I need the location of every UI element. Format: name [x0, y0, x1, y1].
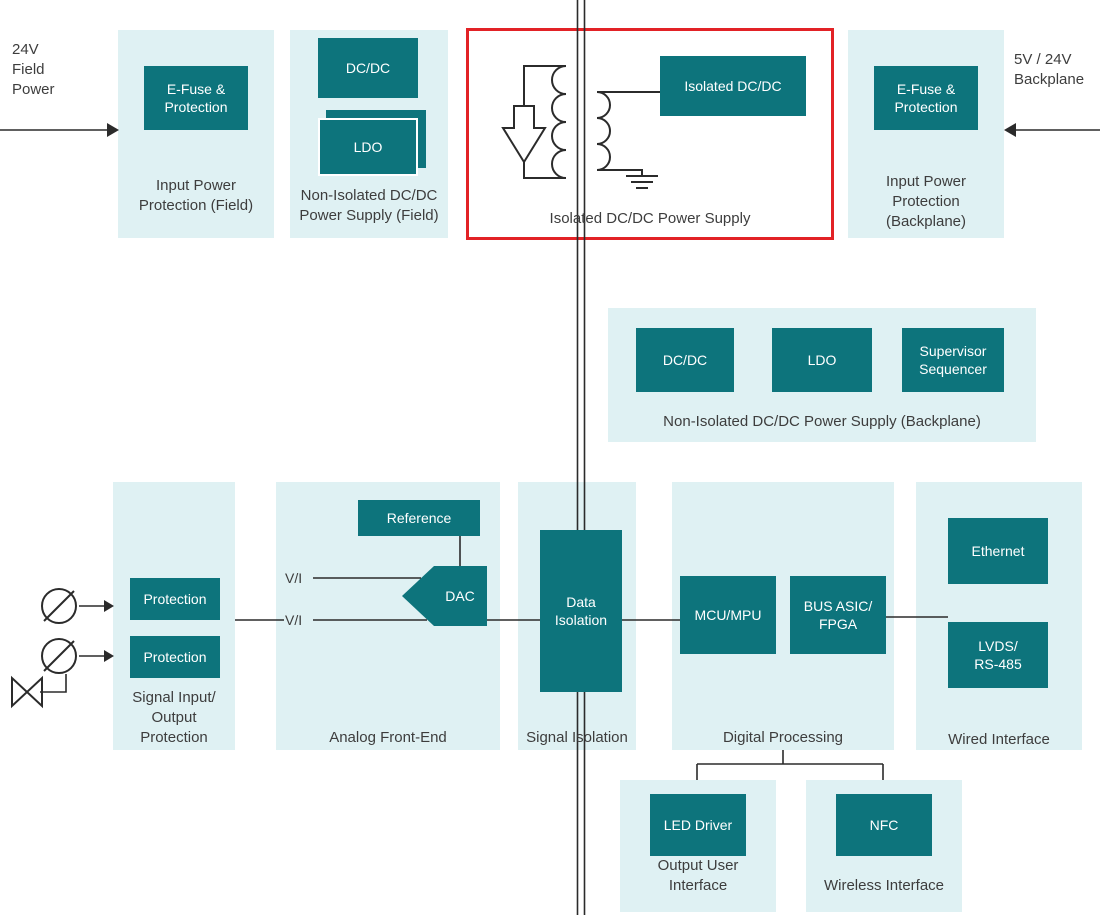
ground-icon — [597, 169, 658, 189]
sensor-icon — [41, 638, 114, 674]
chip-dac-label: DAC — [445, 588, 475, 604]
chip-efuse-protection-backplane[interactable]: E-Fuse & Protection — [874, 66, 978, 130]
chip-protection-1[interactable]: Protection — [130, 578, 220, 620]
chip-protection-2[interactable]: Protection — [130, 636, 220, 678]
chip-ldo-backplane[interactable]: LDO — [772, 328, 872, 392]
backplane-power-label: 5V / 24V Backplane — [1014, 51, 1085, 88]
chip-efuse-protection-field[interactable]: E-Fuse & Protection — [144, 66, 248, 130]
caption-signal-isolation: Signal Isolation — [526, 729, 628, 746]
signal-chain-lines — [487, 616, 948, 621]
chip-ethernet[interactable]: Ethernet — [948, 518, 1048, 584]
vi-signal-lines — [235, 577, 427, 621]
chip-led-driver[interactable]: LED Driver — [650, 794, 746, 856]
chip-dcdc-backplane[interactable]: DC/DC — [636, 328, 734, 392]
isolation-barrier-lines — [576, 0, 586, 915]
chip-dac[interactable] — [402, 566, 487, 626]
backplane-power-arrow — [1004, 123, 1100, 137]
block-input-power-protection-backplane: E-Fuse & Protection Input Power Protecti… — [848, 30, 1004, 238]
vi-label-bottom: V/I — [285, 612, 303, 628]
chip-nfc[interactable]: NFC — [836, 794, 932, 856]
block-wired-interface: Ethernet LVDS/ RS-485 Wired Interface — [916, 482, 1082, 750]
caption-analog-front-end: Analog Front-End — [329, 729, 447, 746]
chip-dcdc-field[interactable]: DC/DC — [318, 38, 418, 98]
field-power-label: 24V Field Power — [12, 41, 55, 98]
block-non-isolated-dcdc-backplane: DC/DC LDO Supervisor Sequencer Non-Isola… — [608, 308, 1036, 442]
block-digital-processing: MCU/MPU BUS ASIC/ FPGA Digital Processin… — [672, 482, 894, 750]
caption-signal-io-protection: Signal Input/ Output Protection — [132, 689, 216, 746]
caption-output-user-interface: Output User Interface — [657, 857, 739, 894]
valve-icon — [11, 674, 67, 709]
block-signal-io-protection: Protection Protection Signal Input/ Outp… — [113, 482, 235, 750]
chip-supervisor-sequencer[interactable]: Supervisor Sequencer — [902, 328, 1004, 392]
vi-label-top: V/I — [285, 570, 303, 586]
caption-wireless-interface: Wireless Interface — [823, 877, 945, 894]
chip-bus-asic-fpga[interactable]: BUS ASIC/ FPGA — [790, 576, 886, 654]
caption-isolated-dcdc-power-supply: Isolated DC/DC Power Supply — [549, 210, 751, 227]
block-input-power-protection-field: E-Fuse & Protection Input Power Protecti… — [118, 30, 274, 238]
block-non-isolated-dcdc-field: DC/DC LDO Non-Isolated DC/DC Power Suppl… — [290, 30, 448, 238]
chip-reference[interactable]: Reference — [358, 500, 480, 536]
caption-digital-processing: Digital Processing — [722, 729, 844, 746]
chip-mcu-mpu[interactable]: MCU/MPU — [680, 576, 776, 654]
caption-non-isolated-dcdc-backplane: Non-Isolated DC/DC Power Supply (Backpla… — [663, 413, 981, 430]
chip-data-isolation[interactable]: Data Isolation — [540, 530, 622, 692]
digital-processing-branch-connector — [696, 750, 884, 780]
chip-isolated-dcdc[interactable]: Isolated DC/DC — [660, 56, 806, 116]
diode-arrow-icon — [501, 105, 547, 164]
caption-non-isolated-dcdc-field: Non-Isolated DC/DC Power Supply (Field) — [299, 187, 439, 224]
caption-input-power-protection-backplane: Input Power Protection (Backplane) — [885, 173, 967, 230]
block-wireless-interface: NFC Wireless Interface — [806, 780, 962, 912]
field-power-arrow — [0, 123, 119, 137]
block-output-user-interface: LED Driver Output User Interface — [620, 780, 776, 912]
caption-wired-interface: Wired Interface — [948, 731, 1050, 748]
chip-lvds-rs485[interactable]: LVDS/ RS-485 — [948, 622, 1048, 688]
transformer-icon — [523, 65, 660, 179]
chip-ldo-field[interactable]: LDO — [318, 118, 418, 176]
caption-input-power-protection-field: Input Power Protection (Field) — [138, 177, 254, 214]
sensor-icon — [41, 588, 114, 624]
